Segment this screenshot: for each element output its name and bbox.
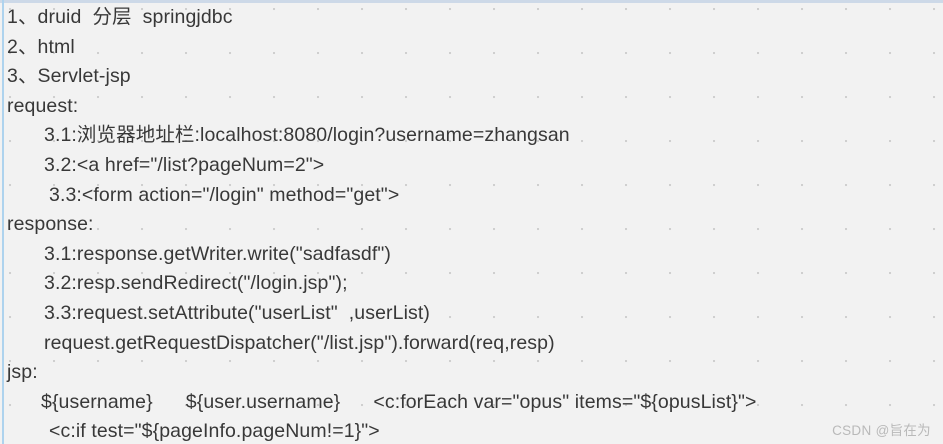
note-line[interactable]: 3.1:response.getWriter.write("sadfasdf") (44, 242, 391, 265)
note-line[interactable]: 3.2:resp.sendRedirect("/login.jsp"); (44, 272, 348, 295)
note-line[interactable]: 3.2:<a href="/list?pageNum=2"> (44, 153, 325, 176)
note-line[interactable]: request.getRequestDispatcher("/list.jsp"… (44, 331, 555, 354)
note-line[interactable]: <c:if test="${pageInfo.pageNum!=1}"> (49, 420, 380, 443)
note-line[interactable]: 2、html (7, 35, 75, 58)
note-line[interactable]: 1、druid 分层 springjdbc (7, 6, 233, 28)
note-line[interactable]: 3.3:<form action="/login" method="get"> (49, 183, 400, 206)
csdn-watermark: CSDN @旨在为 (832, 423, 931, 438)
note-line[interactable]: 3.1:浏览器地址栏:localhost:8080/login?username… (44, 124, 570, 147)
note-line[interactable]: 3.3:request.setAttribute("userList" ,use… (44, 301, 430, 324)
note-line[interactable]: 3、Servlet-jsp (7, 65, 131, 88)
note-line[interactable]: jsp: (7, 361, 38, 384)
page-top-rule (0, 0, 943, 3)
note-line[interactable]: response: (7, 213, 94, 236)
note-line[interactable]: request: (7, 94, 79, 117)
note-line[interactable]: ${username} ${user.username} <c:forEach … (41, 390, 757, 413)
page-left-margin-rule (2, 0, 4, 444)
